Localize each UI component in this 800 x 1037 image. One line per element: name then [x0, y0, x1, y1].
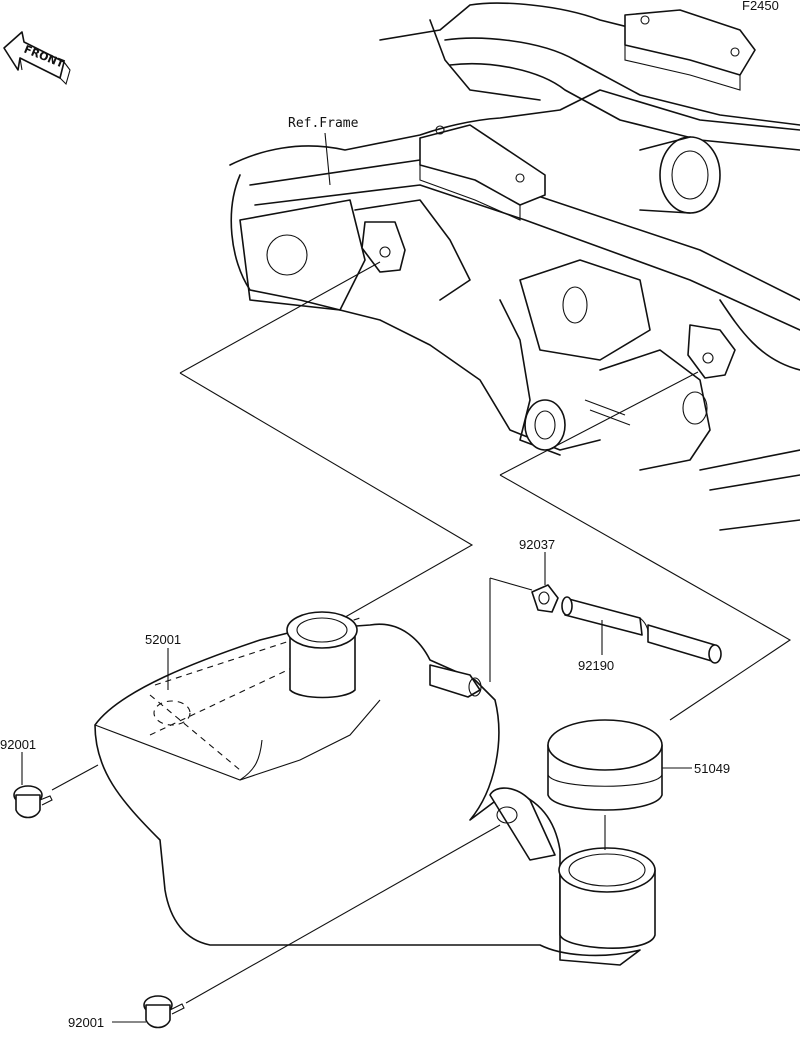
reservoir-tank: [94, 611, 656, 966]
hose-part: [561, 596, 722, 664]
ref-frame-leader: [324, 132, 331, 186]
clamp-part: [531, 584, 559, 613]
part-label-92001-lower: 92001: [68, 1015, 104, 1030]
part-label-92190: 92190: [578, 658, 614, 673]
part-label-52001: 52001: [145, 632, 181, 647]
bolt-lower: [143, 995, 185, 1029]
bolt-upper: [13, 785, 53, 819]
frame-assembly: [229, 2, 800, 531]
part-label-92037: 92037: [519, 537, 555, 552]
leader-lines: [21, 552, 692, 1023]
projection-lines: [179, 261, 792, 721]
ref-frame-label: Ref.Frame: [288, 116, 359, 131]
grommet-part: [547, 719, 663, 850]
part-label-92001-upper: 92001: [0, 737, 36, 752]
front-arrow-icon: FRONT: [3, 31, 71, 86]
figure-code: F2450: [742, 0, 779, 13]
part-label-51049: 51049: [694, 761, 730, 776]
